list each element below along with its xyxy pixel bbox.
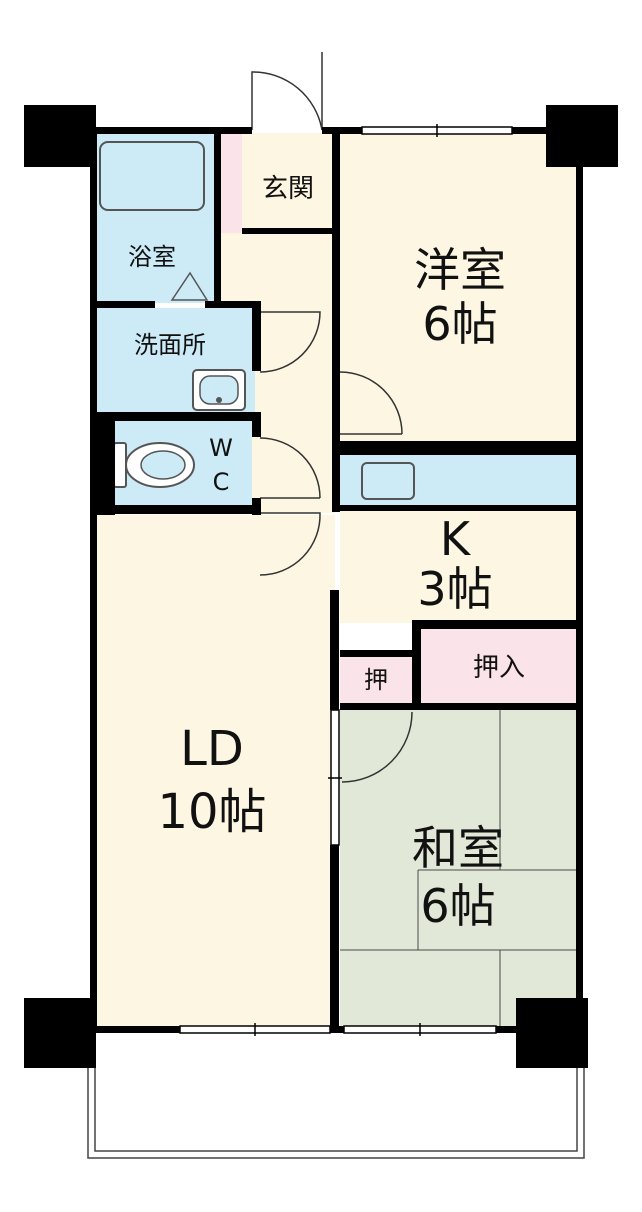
kitchen-sink-icon — [361, 462, 415, 500]
genkan-label: 玄関 — [262, 174, 314, 204]
balcony — [87, 1068, 585, 1159]
kitchen-floor — [340, 511, 580, 623]
oshi-label: 押 — [364, 666, 388, 694]
wc-label-c: C — [213, 468, 230, 496]
ld-name: LD — [180, 721, 244, 777]
bath-door-triangle-icon — [170, 271, 209, 301]
wc-label-w: W — [209, 434, 233, 462]
kitchen-name: K — [440, 512, 472, 566]
kitchen-size: 3帖 — [417, 562, 492, 616]
toilet-icon — [113, 442, 195, 488]
ld-floor — [95, 515, 335, 1030]
tatami-lines — [340, 710, 578, 1030]
walls — [24, 105, 618, 1068]
western-room-name: 洋室 — [414, 243, 506, 297]
genkan-shoe-area — [220, 133, 242, 233]
oshiire-label: 押入 — [473, 653, 525, 683]
bath-label: 浴室 — [128, 243, 176, 271]
senmen-label: 洗面所 — [134, 331, 206, 359]
japanese-room-size: 6帖 — [420, 879, 495, 933]
oshiire-closet — [420, 629, 578, 707]
western-room-floor — [340, 133, 580, 443]
oshi-closet — [340, 657, 412, 707]
windows — [179, 124, 513, 1036]
door-swings — [251, 52, 413, 783]
washbasin-icon — [192, 369, 246, 411]
ld-size: 10帖 — [157, 784, 266, 840]
bathtub-icon — [99, 141, 205, 211]
japanese-room-name: 和室 — [412, 821, 504, 875]
western-room-size: 6帖 — [422, 297, 497, 351]
